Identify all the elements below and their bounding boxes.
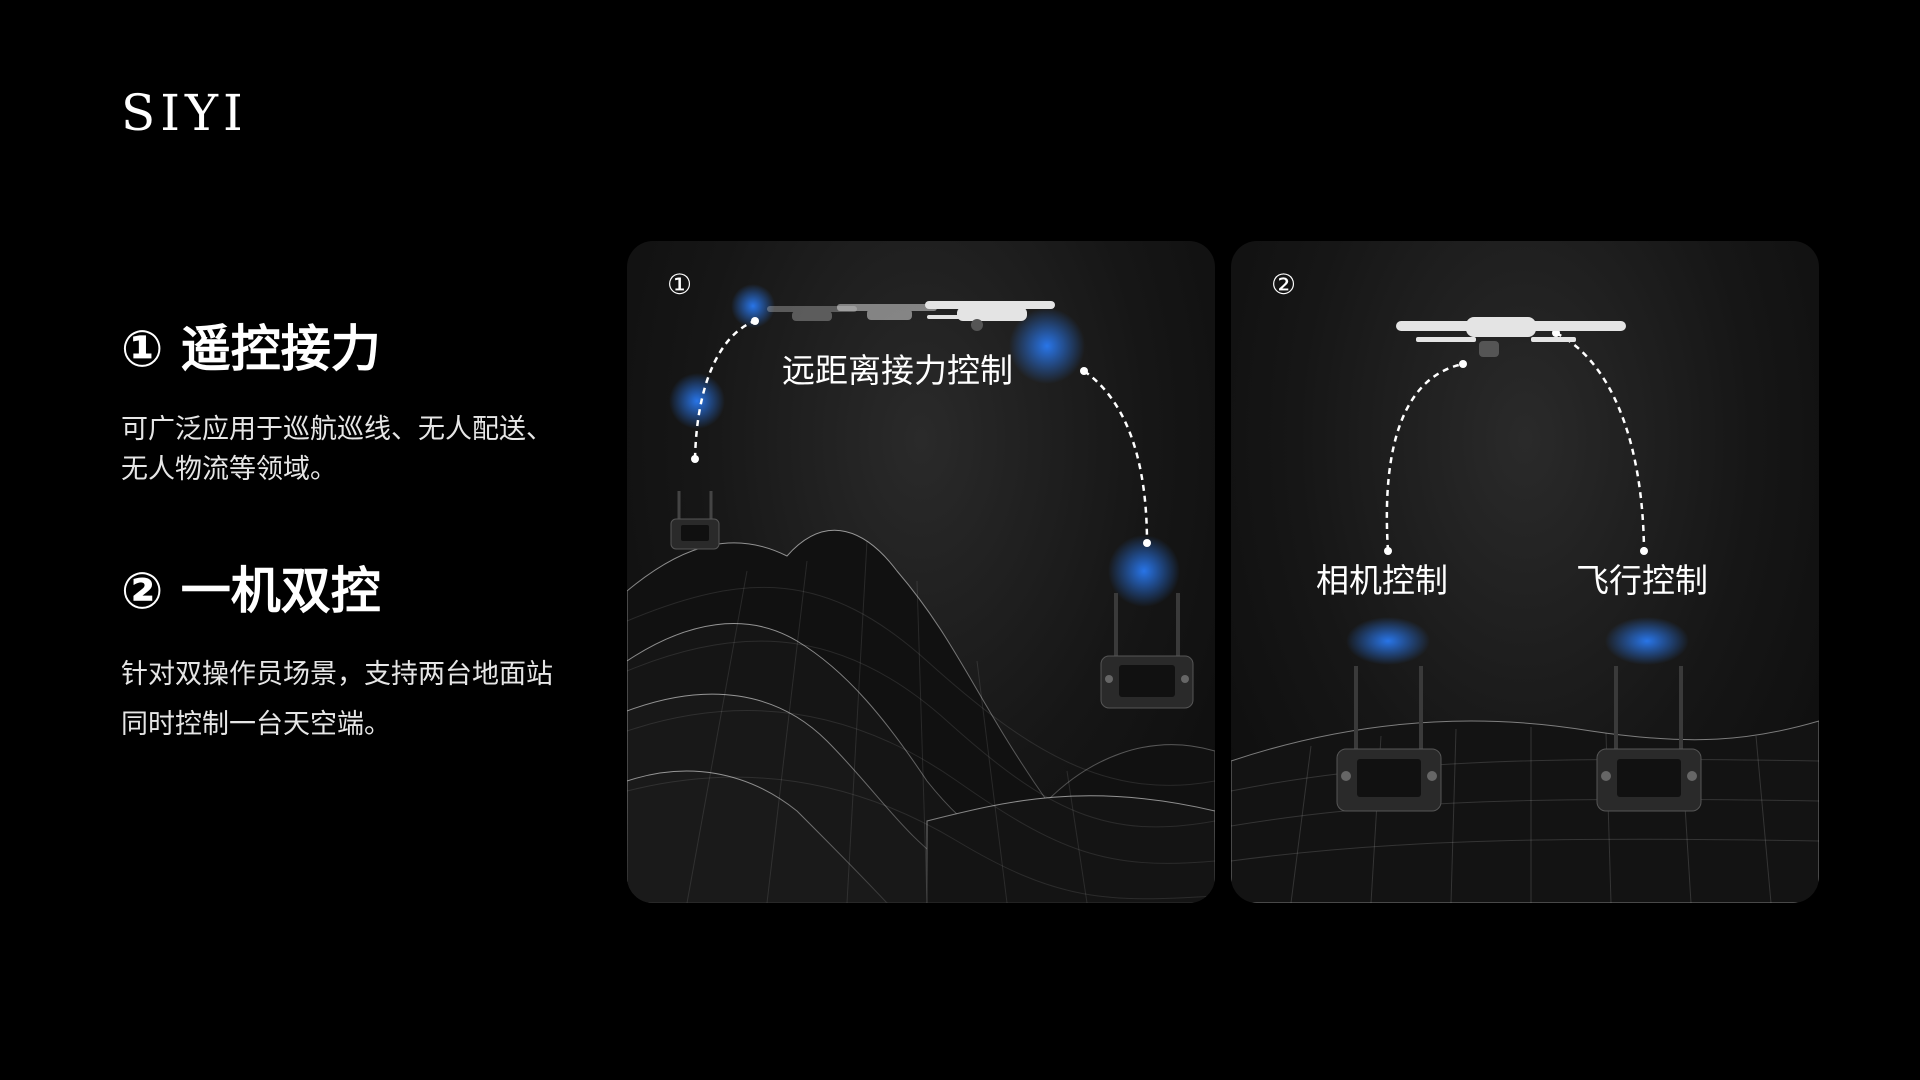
signal-link-dashed (693, 319, 756, 460)
signal-glow (1346, 617, 1430, 665)
mountain-terrain (627, 529, 1215, 903)
signal-link-dashed (1385, 362, 1464, 552)
siyi-logo: SIYI (121, 84, 248, 142)
ground-terrain (1231, 720, 1819, 903)
relay-control-label: 远距离接力控制 (782, 351, 1013, 390)
dual-control-illustration-panel: ② 相机控制 飞行控制 (1231, 241, 1819, 903)
ground-station-remote (1100, 593, 1194, 709)
relay-scene (627, 284, 1215, 903)
signal-glow (669, 373, 725, 429)
panel-number: ① (667, 268, 693, 301)
section-title-relay: ① 遥控接力 (121, 320, 381, 378)
wireframe-grid (627, 540, 1215, 903)
relay-illustration-panel: ① 远距离接力控制 (627, 241, 1215, 903)
ground-station-camera-control (1336, 666, 1442, 812)
signal-glow (1108, 535, 1180, 607)
camera-control-label: 相机控制 (1316, 561, 1448, 600)
section-desc-dual-control: 针对双操作员场景，支持两台地面站同时控制一台天空端。 (121, 659, 553, 740)
wireframe-grid (1231, 727, 1819, 903)
ground-station-remote-small (670, 491, 720, 550)
ground-station-flight-control (1596, 666, 1702, 812)
dual-control-scene (1231, 317, 1819, 903)
signal-glow (1605, 617, 1689, 665)
panel-number: ② (1271, 268, 1297, 301)
signal-glow (1009, 308, 1085, 384)
section-title-dual-control: ② 一机双控 (121, 562, 381, 620)
drone-icon (767, 301, 1055, 331)
signal-glow (731, 284, 775, 328)
drone-icon (1396, 317, 1626, 357)
signal-link-dashed (1555, 331, 1646, 552)
section-desc-relay: 可广泛应用于巡航巡线、无人配送、无人物流等领域。 (121, 414, 553, 485)
signal-link-dashed (1083, 369, 1149, 544)
flight-control-label: 飞行控制 (1576, 561, 1708, 600)
